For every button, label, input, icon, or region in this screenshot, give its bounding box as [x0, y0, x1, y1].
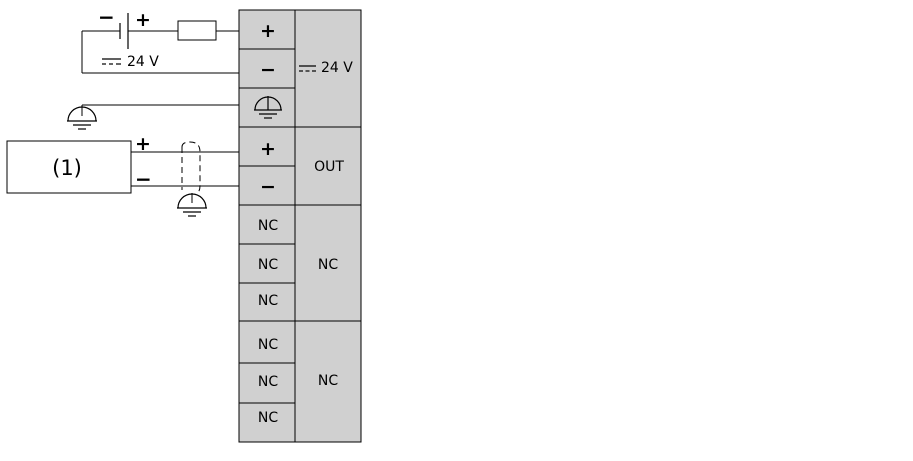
pin-cell-8 — [238, 282, 296, 322]
pin-label-4: + — [260, 138, 276, 160]
pin-cell-3 — [238, 87, 296, 128]
output-wiring — [131, 151, 239, 187]
group-cell-24v — [294, 9, 362, 128]
dc-symbol-icon — [299, 65, 316, 72]
pin-label-11: NC — [258, 410, 278, 426]
pin-label-9: NC — [258, 337, 278, 353]
pin-cell-2 — [238, 48, 296, 89]
terminal-pins — [238, 9, 296, 443]
pin-label-2: − — [260, 59, 276, 81]
earth-ground-icon — [67, 106, 97, 130]
pin-label-10: NC — [258, 374, 278, 390]
supply-dc-symbol-icon — [102, 58, 121, 65]
terminal-groups — [294, 9, 362, 443]
device-label: (1) — [52, 156, 82, 180]
earth-wiring — [81, 104, 239, 116]
device-box — [6, 140, 132, 194]
pin-label-7: NC — [258, 257, 278, 273]
pin-cell-10 — [238, 362, 296, 404]
supply-minus-label: − — [98, 5, 115, 29]
group-label-out: OUT — [314, 159, 344, 175]
pin-label-8: NC — [258, 293, 278, 309]
group-cell-nc-1 — [294, 204, 362, 322]
battery-icon — [119, 13, 129, 49]
pin-cell-1 — [238, 9, 296, 50]
fuse-icon — [177, 20, 217, 41]
supply-voltage-label: 24 V — [127, 54, 159, 70]
supply-wiring — [81, 30, 239, 74]
device-plus-label: + — [135, 133, 151, 155]
group-label-24v: 24 V — [321, 60, 353, 76]
pin-label-1: + — [260, 20, 276, 42]
device-minus-label: − — [135, 167, 152, 191]
pin-cell-6 — [238, 204, 296, 245]
group-label-nc-1: NC — [318, 257, 338, 273]
cable-shield-icon — [181, 141, 201, 203]
pin-label-5: − — [260, 176, 276, 198]
group-cell-nc-2 — [294, 320, 362, 443]
pin-label-6: NC — [258, 218, 278, 234]
supply-plus-label: + — [135, 9, 151, 31]
ground-icon — [254, 96, 282, 119]
group-label-nc-2: NC — [318, 373, 338, 389]
shield-ground-icon — [177, 193, 207, 217]
